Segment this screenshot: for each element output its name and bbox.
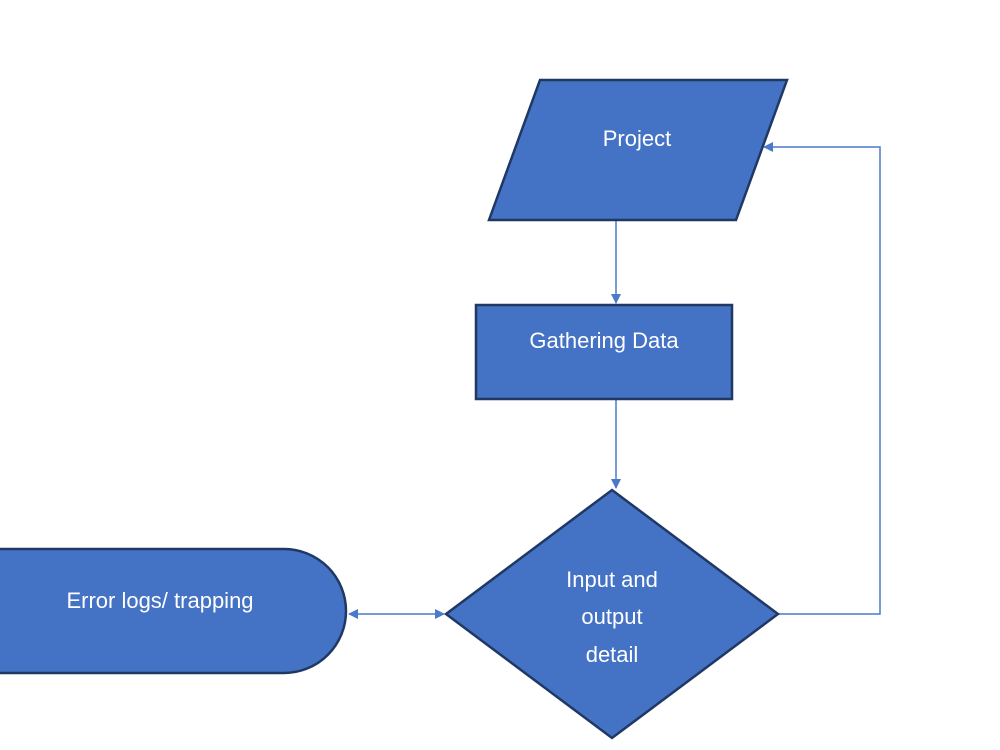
input-output-diamond-shape [443, 488, 781, 740]
project-parallelogram-shape [487, 78, 789, 222]
input-output-label-line-3: detail [586, 642, 639, 667]
project-label: Project [603, 126, 671, 151]
gathering-data-label: Gathering Data [529, 328, 679, 353]
node-input-output-detail[interactable]: Input and output detail [443, 488, 781, 740]
node-error-logs[interactable]: Error logs/ trapping [0, 547, 348, 675]
node-project[interactable]: Project [487, 78, 789, 222]
gathering-data-rectangle-shape [474, 303, 734, 401]
error-logs-label: Error logs/ trapping [66, 588, 253, 613]
connector-input-output-to-project-loop [763, 142, 881, 615]
input-output-label-line-2: output [581, 604, 642, 629]
input-output-label-line-1: Input and [566, 567, 658, 592]
node-gathering-data[interactable]: Gathering Data [474, 303, 734, 401]
error-logs-terminator-shape [0, 547, 348, 675]
